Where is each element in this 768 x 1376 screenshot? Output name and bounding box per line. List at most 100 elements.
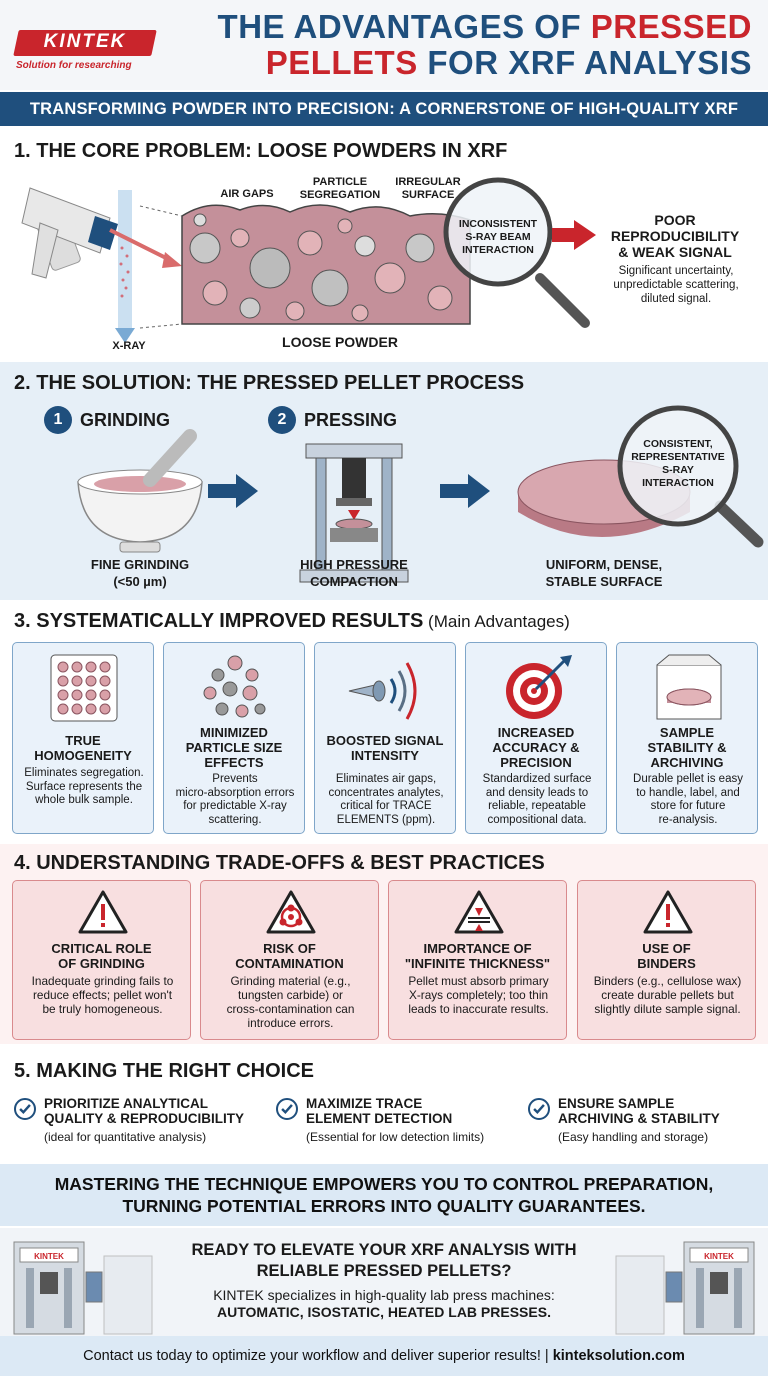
card-desc-line: be truly homogeneous. [42,1002,163,1016]
homogeneity-icon [50,654,118,722]
card-title-line: ACCURACY & [492,740,580,755]
caption-line: COMPACTION [310,574,398,589]
mortar-pestle-icon [77,429,203,553]
lens-line: INCONSISTENT [458,218,538,230]
card-desc-line: scattering. [208,813,262,826]
card-desc-line: Durable pellet is easy [633,773,743,785]
statement-line: TURNING POTENTIAL ERRORS INTO QUALITY GU… [122,1196,646,1216]
caption-surface: UNIFORM, DENSE,STABLE SURFACE [514,556,694,590]
card-title-line: STABILITY & [647,740,727,755]
card-title-line: RISK OF [263,941,316,956]
result-line: diluted signal. [640,293,712,305]
caption-line: FINE GRINDING [90,557,190,572]
section-right-choice: 5. MAKING THE RIGHT CHOICE PRIORITIZE AN… [0,1046,768,1162]
card-desc-line: micro-absorption errors [175,786,295,799]
title-part: FOR XRF ANALYSIS [417,44,752,81]
statement-line: MASTERING THE TECHNIQUE EMPOWERS YOU TO … [54,1174,714,1194]
result-line: POOR [654,212,696,228]
caption-line: HIGH PRESSURE [300,557,408,572]
machine-brand: KINTEK [34,1252,64,1261]
magnifier-icon [617,405,739,527]
card-title-line: HOMOGENEITY [34,748,132,763]
card-desc-line: Grinding material (e.g., [230,974,351,988]
card-title-line: BINDERS [637,956,696,971]
section-solution: 2. THE SOLUTION: THE PRESSED PELLET PROC… [0,362,768,600]
key-statement: MASTERING THE TECHNIQUE EMPOWERS YOU TO … [0,1164,768,1226]
cta-title-line: READY TO ELEVATE YOUR XRF ANALYSIS WITH [191,1241,577,1259]
beam-particles [119,246,130,298]
section-title: 1. THE CORE PROBLEM: LOOSE POWDERS IN XR… [14,140,508,162]
card-title-line: PRECISION [500,755,572,770]
result-line: unpredictable scattering, [613,279,739,291]
choice-title-line: PRIORITIZE ANALYTICAL [44,1096,209,1111]
process-illustration [77,405,764,583]
caption-grinding: FINE GRINDING(<50 µm) [50,556,230,590]
card-desc: Eliminates air gaps,concentrates analyte… [317,773,455,827]
check-circle-icon [276,1098,298,1120]
result-desc: Significant uncertainty,unpredictable sc… [596,264,756,306]
caption-pressing: HIGH PRESSURE COMPACTION [264,556,444,590]
header: KINTEK Solution for researching THE ADVA… [0,0,768,90]
card-desc-line: cross-contamination can [226,1002,355,1016]
footer-text: Contact us today to optimize your workfl… [83,1348,553,1364]
section-title: 5. MAKING THE RIGHT CHOICE [14,1060,315,1082]
press-icon [299,443,409,583]
card-desc: Binders (e.g., cellulose wax)create dura… [581,974,754,1016]
card-desc-line: reduce effects; pellet won't [32,988,173,1002]
card-desc-line: create durable pellets but [601,988,734,1002]
section-core-problem: 1. THE CORE PROBLEM: LOOSE POWDERS IN XR… [0,128,768,360]
label-line: SEGREGATION [299,189,381,201]
powder-label: LOOSE POWDER [282,334,398,350]
card-desc-line: whole bulk sample. [35,794,133,806]
title-part: THE ADVANTAGES OF [217,8,591,45]
cta-body: KINTEK specializes in high-quality lab p… [213,1287,555,1303]
cta-products: AUTOMATIC, ISOSTATIC, HEATED LAB PRESSES… [217,1304,551,1320]
card-desc-line: to handle, label, and [636,786,740,799]
card-desc-line: for predictable X-ray [183,800,287,812]
card-desc-line: store for future [650,800,726,812]
section-title-main: 3. SYSTEMATICALLY IMPROVED RESULTS [14,610,424,632]
title-highlight: PELLETS [265,44,418,81]
particle-size-icon [203,655,266,718]
archive-box-icon [656,654,722,720]
lens-line: INTERACTION [642,477,714,489]
choice-title-line: MAXIMIZE TRACE [306,1096,423,1111]
signal-icon [348,662,417,720]
choice-title-line: ARCHIVING & STABILITY [558,1111,720,1126]
machine-brand: KINTEK [704,1252,734,1261]
card-title-line: INTENSITY [351,748,419,763]
card-title-line: OF GRINDING [58,956,145,971]
card-desc-line: critical for TRACE [340,800,432,812]
step-badge: 2 [268,406,296,434]
footer-link[interactable]: kinteksolution.com [552,1348,685,1364]
xray-beam [118,190,132,330]
section-results: 3. SYSTEMATICALLY IMPROVED RESULTS (Main… [0,602,768,842]
lens-line: REPRESENTATIVE [631,451,725,463]
card-title: IMPORTANCE OF"INFINITE THICKNESS" [389,941,566,971]
card-desc-line: Binders (e.g., cellulose wax) [593,974,742,988]
lens-line: CONSISTENT, [643,438,713,450]
card-title-line: CRITICAL ROLE [51,941,152,956]
card-desc-line: Standardized surface [482,773,592,785]
page-title-line-2: PELLETS FOR XRF ANALYSIS [266,44,752,82]
card-desc-line: and density leads to [485,786,589,799]
label-line: IRREGULAR [395,176,461,188]
card-desc-line: re-analysis. [658,813,718,826]
card-title-line: MINIMIZED [200,725,268,740]
